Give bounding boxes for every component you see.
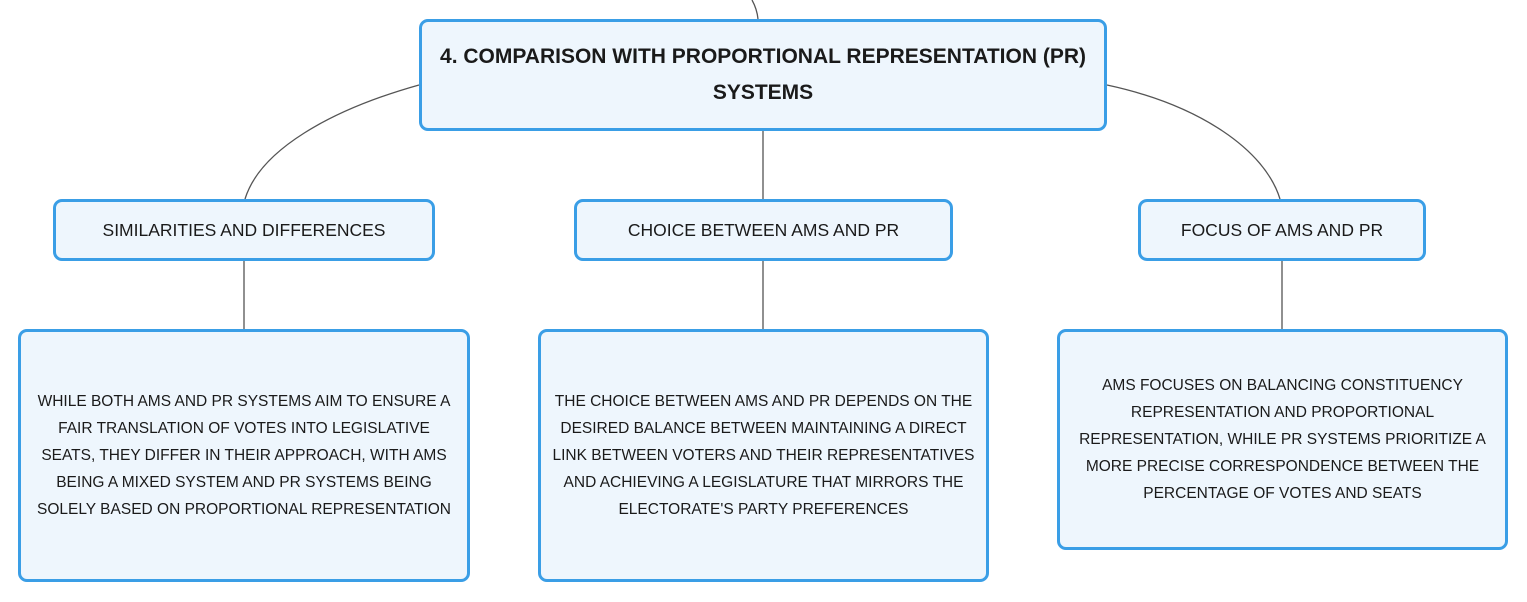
connector-parent-to-root: [751, 0, 759, 20]
subtopic-label: SIMILARITIES AND DIFFERENCES: [102, 219, 386, 240]
detail-node-choice[interactable]: THE CHOICE BETWEEN AMS AND PR DEPENDS ON…: [538, 329, 989, 582]
connector-root-to-similarities: [244, 84, 420, 200]
detail-text: AMS FOCUSES ON BALANCING CONSTITUENCY RE…: [1079, 377, 1486, 502]
connector-root-to-focus: [1106, 84, 1281, 200]
subtopic-label: FOCUS OF AMS AND PR: [1180, 219, 1384, 240]
detail-text: WHILE BOTH AMS AND PR SYSTEMS AIM TO ENS…: [36, 393, 451, 518]
subtopic-node-similarities[interactable]: SIMILARITIES AND DIFFERENCES: [53, 199, 435, 261]
detail-node-similarities[interactable]: WHILE BOTH AMS AND PR SYSTEMS AIM TO ENS…: [18, 329, 470, 582]
subtopic-node-choice[interactable]: CHOICE BETWEEN AMS AND PR: [574, 199, 953, 261]
root-topic-title: 4. COMPARISON WITH PROPORTIONAL REPRESEN…: [440, 45, 1086, 104]
detail-node-focus[interactable]: AMS FOCUSES ON BALANCING CONSTITUENCY RE…: [1057, 329, 1508, 550]
root-topic-node[interactable]: 4. COMPARISON WITH PROPORTIONAL REPRESEN…: [419, 19, 1107, 131]
subtopic-node-focus[interactable]: FOCUS OF AMS AND PR: [1138, 199, 1426, 261]
detail-text: THE CHOICE BETWEEN AMS AND PR DEPENDS ON…: [552, 393, 975, 518]
subtopic-label: CHOICE BETWEEN AMS AND PR: [627, 219, 900, 240]
